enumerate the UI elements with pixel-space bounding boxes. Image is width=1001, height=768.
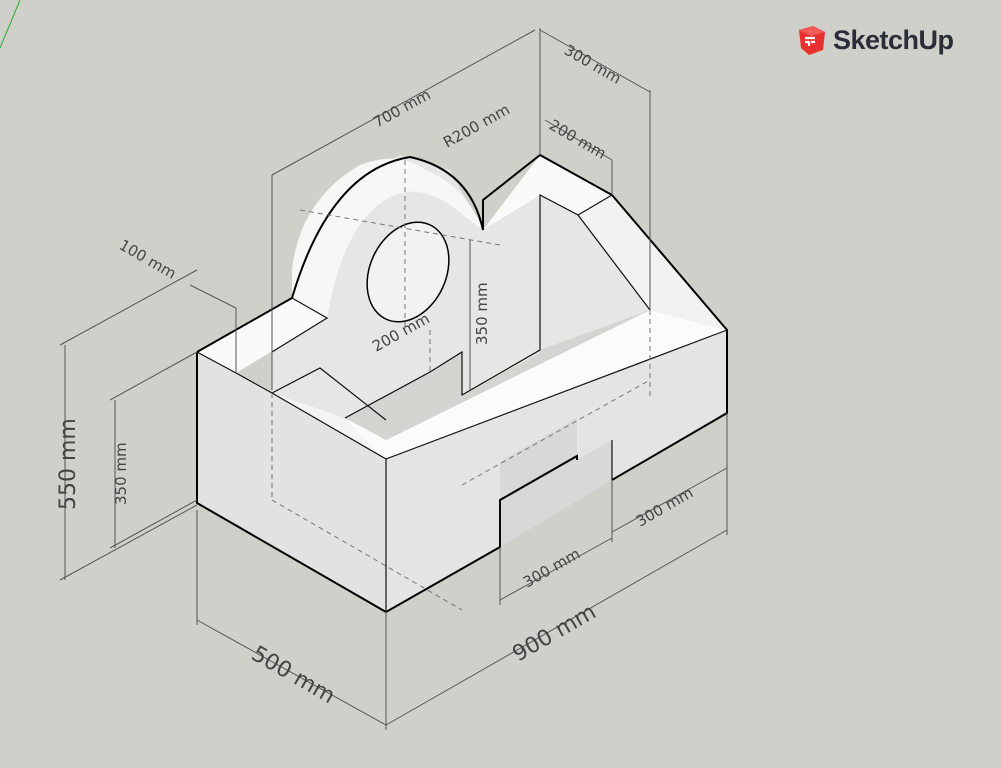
model[interactable] (196, 153, 728, 614)
top-strip (345, 310, 727, 459)
notch-inner-face (500, 418, 612, 547)
back-top (483, 155, 612, 230)
dim-550: 550 mm (56, 418, 81, 510)
green-axis-line (0, 0, 21, 49)
logo-text: SketchUp (833, 24, 954, 55)
dim-500: 500 mm (247, 642, 339, 710)
hole (366, 221, 450, 323)
back-wall (272, 155, 650, 418)
sketchup-logo-icon (799, 26, 825, 55)
dim-300-offset: 300 mm (633, 484, 696, 531)
dim-350-slot: 350 mm (473, 282, 491, 345)
dim-350-left: 350 mm (112, 442, 130, 505)
dim-900: 900 mm (509, 600, 601, 668)
left-face (197, 352, 386, 612)
front-face (386, 330, 727, 612)
dim-700: 700 mm (370, 85, 433, 131)
dim-200-top: 200 mm (546, 116, 609, 163)
dim-r200: R200 mm (440, 100, 513, 151)
right-chamfer (578, 195, 727, 330)
dim-300-notch: 300 mm (520, 545, 583, 592)
dim-100: 100 mm (116, 236, 179, 283)
dimension-lines (59, 28, 728, 730)
left-top (197, 298, 327, 373)
dim-300-top: 300 mm (561, 41, 624, 88)
sketchup-logo: SketchUp (797, 24, 954, 56)
